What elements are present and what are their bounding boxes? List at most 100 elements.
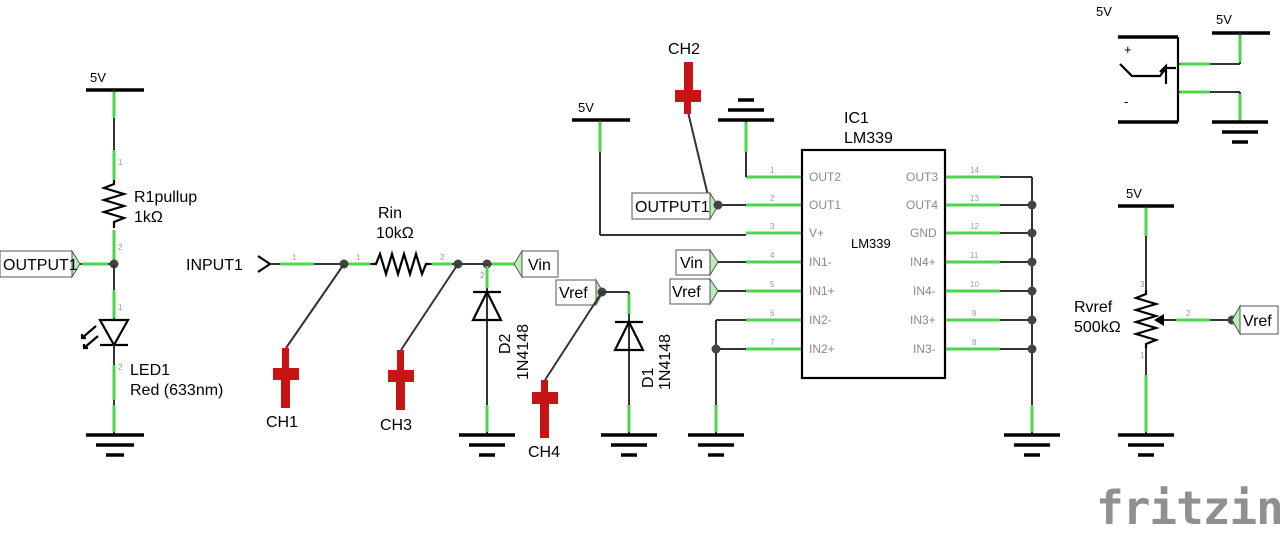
pin-out2: OUT2 [809,170,841,184]
pin-in2-plus: IN2+ [809,342,835,356]
svg-text:1: 1 [770,166,775,175]
svg-text:11: 11 [970,251,979,260]
probe-ch4-label: CH4 [528,444,560,461]
pin-in1-plus: IN1+ [809,284,835,298]
svg-text:3: 3 [1140,280,1145,289]
ground-symbol [1118,433,1174,457]
rin-name: Rin [378,205,402,222]
pin-out1: OUT1 [809,198,841,212]
pin-gnd: GND [910,226,937,240]
lm339-ic: IC1 LM339 LM339 1 2 3 4 5 6 7 OUT2 OUT1 … [572,98,1060,457]
svg-text:Vin: Vin [528,257,551,274]
resistor-rin [372,250,430,278]
input-circuit: INPUT1 1 1 Rin 10kΩ 2 Vin 2 D2 1N4148 [186,205,674,457]
svg-text:10: 10 [970,280,979,289]
net-flag-vin: Vin [513,249,559,279]
pin-in2-minus: IN2- [809,313,832,327]
supply-label-5v: 5V [1096,4,1112,19]
rin-value: 10kΩ [376,225,414,242]
probe-leads [285,111,711,381]
svg-text:OUTPUT1: OUTPUT1 [3,257,78,274]
svg-text:6: 6 [770,309,775,318]
diode-d2 [471,289,503,322]
svg-text:7: 7 [770,338,775,347]
resistor-r1pullup [100,180,128,228]
d2-name: D2 [497,333,514,354]
ic-part: LM339 [844,130,893,147]
svg-text:12: 12 [970,222,979,231]
supply-label-5v: 5V [1216,12,1232,27]
svg-text:1: 1 [1140,351,1145,360]
svg-text:2: 2 [770,194,775,203]
d2-part: 1N4148 [515,324,532,380]
led-symbol [80,318,130,350]
net-flag-vref-pot: Vref [1231,304,1279,336]
probe-ch3-label: CH3 [380,417,412,434]
probe-ch1: CH1 [266,348,299,431]
r1pullup-name: R1pullup [134,189,197,206]
ground-symbol [1004,433,1060,457]
probe-ch2-label: CH2 [668,41,700,58]
svg-text:2: 2 [118,363,123,372]
ground-symbol [86,433,144,457]
led1-desc: Red (633nm) [130,382,223,399]
svg-text:1: 1 [292,253,297,262]
ic-body [800,148,947,380]
svg-text:1: 1 [118,158,123,167]
svg-text:2: 2 [1186,309,1191,318]
fritzing-logo: fritzing [1096,481,1280,535]
ground-symbol [1212,120,1268,144]
ic-right-pins: 14 13 12 11 10 9 8 OUT3 OUT4 GND IN4+ IN… [906,166,1000,356]
svg-text:Vref: Vref [559,285,588,302]
ground-symbol-top [718,98,774,122]
svg-text:13: 13 [970,194,979,203]
diode-d1 [613,319,645,352]
power-jack: 5V + - 5V [1096,4,1270,144]
input1-label: INPUT1 [186,257,243,274]
r1pullup-value: 1kΩ [134,209,163,226]
svg-text:OUTPUT1: OUTPUT1 [635,199,710,216]
ground-symbol [688,433,744,457]
svg-text:Vin: Vin [680,255,703,272]
led-circuit: 5V 1 R1pullup 1kΩ 2 OUTPUT1 1 [0,70,223,457]
potentiometer-rvref: 5V 3 2 Vref Rvref 500kΩ 1 [1074,186,1279,457]
svg-text:14: 14 [970,166,979,175]
svg-text:1: 1 [356,253,361,262]
ground-symbol [601,433,657,457]
svg-text:8: 8 [972,338,977,347]
svg-text:5: 5 [770,280,775,289]
svg-text:2: 2 [480,271,485,280]
supply-label-5v: 5V [578,100,594,115]
pin-in4-minus: IN4- [913,284,936,298]
ic-body-label: LM339 [851,236,891,251]
rvref-name: Rvref [1074,299,1113,316]
probe-ch2: CH2 [668,41,701,114]
svg-text:3: 3 [770,222,775,231]
rvref-value: 500kΩ [1074,319,1121,336]
net-flag-vin-ic: Vin [675,248,719,277]
d1-name: D1 [640,367,657,388]
probe-ch4: CH4 [528,380,560,461]
net-flag-output1-ic: OUTPUT1 [631,191,719,221]
net-flag-vref: Vref [555,278,604,306]
svg-text:2: 2 [440,253,445,262]
probe-ch3: CH3 [380,350,414,434]
pin-out4: OUT4 [906,198,938,212]
net-flag-vref-ic: Vref [669,277,719,306]
svg-text:9: 9 [972,309,977,318]
pin-vplus: V+ [809,226,824,240]
supply-label-5v: 5V [90,70,106,85]
pin-out3: OUT3 [906,170,938,184]
ground-symbol [459,433,515,457]
led1-name: LED1 [130,362,170,379]
net-flag-output1: OUTPUT1 [0,249,81,279]
svg-text:+: + [1124,42,1132,57]
svg-text:4: 4 [770,251,775,260]
supply-label-5v: 5V [1126,186,1142,201]
ic-left-pins: 1 2 3 4 5 6 7 OUT2 OUT1 V+ IN1- IN1+ IN2… [746,166,841,356]
svg-text:-: - [1124,94,1128,109]
svg-text:2: 2 [118,243,123,252]
svg-text:1: 1 [118,303,123,312]
ic-ref: IC1 [844,110,869,127]
